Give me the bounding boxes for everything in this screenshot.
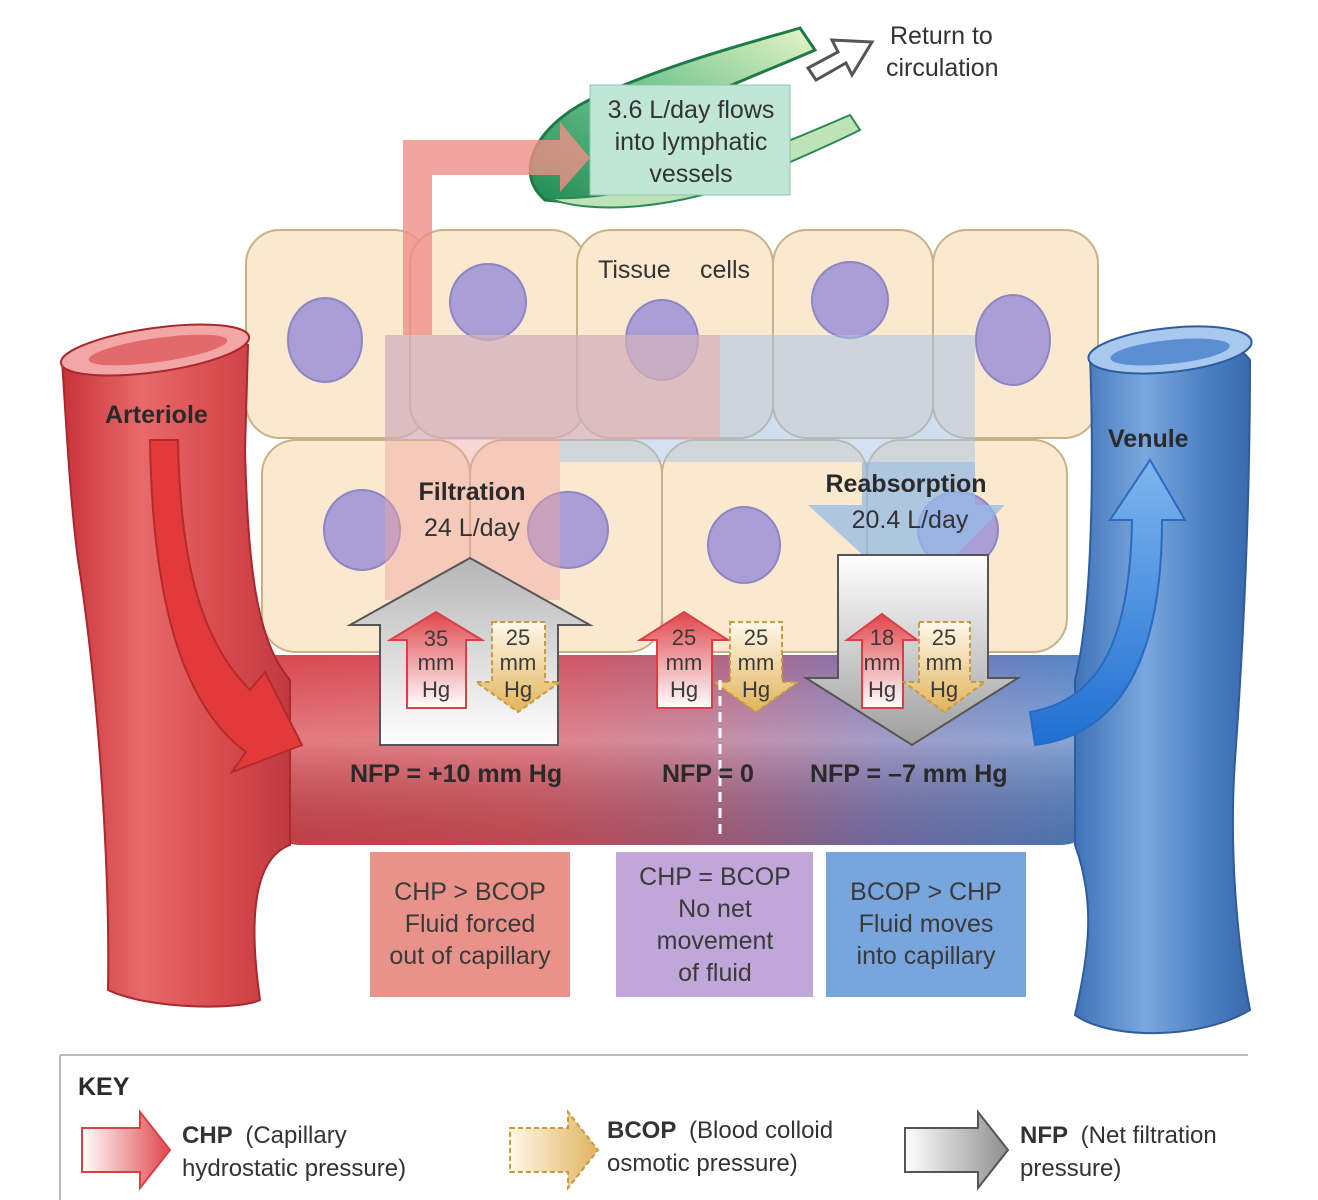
nfp-mid-label: NFP = 0 xyxy=(662,760,754,788)
mid-explanation-box: CHP = BCOP No net movement of fluid xyxy=(616,852,813,997)
bcop-venous-value: 25 xyxy=(932,625,956,650)
bcop-key-label: BCOP (Blood colloid xyxy=(607,1117,833,1144)
box-text: No net xyxy=(678,895,752,923)
pressure-unit: mm xyxy=(500,650,537,675)
chp-arrow-mid: 25 mm Hg xyxy=(636,610,732,709)
key-legend: KEY CHP (Capillary hydrostatic pressure)… xyxy=(59,1054,1248,1200)
box-text: movement xyxy=(657,927,774,955)
box-text: Fluid forced xyxy=(405,910,536,938)
chp-key-description: hydrostatic pressure) xyxy=(182,1155,406,1182)
pressure-unit: Hg xyxy=(742,677,770,702)
chp-key-label: CHP (Capillary xyxy=(182,1122,347,1149)
arteriole-vessel xyxy=(59,323,291,1008)
cell-nucleus xyxy=(975,294,1051,386)
nfp-key-arrow xyxy=(904,1109,1010,1191)
chp-arrow-venous: 18 mm Hg xyxy=(843,612,921,709)
bcop-arrow-venous: 25 mm Hg xyxy=(901,621,989,714)
box-text: into capillary xyxy=(857,942,996,970)
lymph-flow-box: 3.6 L/day flows into lymphatic vessels xyxy=(589,84,791,196)
arteriole-label: Arteriole xyxy=(105,401,208,429)
chp-arrow-arterial: 35 mm Hg xyxy=(386,610,486,709)
bcop-key-arrow xyxy=(509,1109,600,1191)
chp-venous-value: 18 xyxy=(870,625,894,650)
bcop-key-description: osmotic pressure) xyxy=(607,1150,798,1177)
pressure-unit: Hg xyxy=(868,677,896,702)
box-text: BCOP > CHP xyxy=(850,878,1002,906)
filtration-title: Filtration xyxy=(419,478,526,506)
pressure-unit: mm xyxy=(418,650,455,675)
arterial-explanation-box: CHP > BCOP Fluid forced out of capillary xyxy=(370,852,570,997)
reabsorption-rate: 20.4 L/day xyxy=(852,506,969,534)
arterial-flow-arrow xyxy=(148,439,304,775)
reabsorption-title: Reabsorption xyxy=(825,470,986,498)
pressure-unit: Hg xyxy=(670,677,698,702)
nfp-arrow-down xyxy=(802,554,1022,747)
lymph-flow-text: vessels xyxy=(649,160,732,188)
filtration-rate: 24 L/day xyxy=(424,514,520,542)
venule-label: Venule xyxy=(1108,425,1189,453)
bcop-arterial-value: 25 xyxy=(506,625,530,650)
box-text: of fluid xyxy=(678,959,752,987)
lymph-flow-text: 3.6 L/day flows xyxy=(608,96,775,124)
chp-arterial-value: 35 xyxy=(424,626,448,651)
venous-flow-arrow xyxy=(1028,458,1187,747)
lymph-flow-text: into lymphatic xyxy=(615,128,768,156)
key-title: KEY xyxy=(78,1073,130,1101)
cell-nucleus xyxy=(707,506,781,584)
chp-mid-value: 25 xyxy=(672,625,696,650)
filtration-pathway xyxy=(385,122,975,600)
box-text: CHP = BCOP xyxy=(639,863,791,891)
pressure-unit: Hg xyxy=(930,677,958,702)
pressure-unit: mm xyxy=(864,650,901,675)
pressure-unit: Hg xyxy=(504,677,532,702)
return-to-circulation-label: circulation xyxy=(886,54,999,82)
cell-nucleus xyxy=(323,489,401,571)
chp-key-arrow xyxy=(81,1109,172,1191)
cell-nucleus xyxy=(287,297,363,383)
pressure-unit: mm xyxy=(926,650,963,675)
pressure-unit: mm xyxy=(666,650,703,675)
venous-explanation-box: BCOP > CHP Fluid moves into capillary xyxy=(826,852,1026,997)
return-arrow xyxy=(805,38,875,82)
bcop-arrow-mid: 25 mm Hg xyxy=(710,621,802,714)
cell-nucleus xyxy=(811,261,889,339)
cell-nucleus xyxy=(527,491,609,569)
nfp-key-label: NFP (Net filtration xyxy=(1020,1122,1217,1149)
box-text: CHP > BCOP xyxy=(394,878,546,906)
box-text: out of capillary xyxy=(389,942,551,970)
nfp-arterial-label: NFP = +10 mm Hg xyxy=(350,760,562,788)
return-to-circulation-label: Return to xyxy=(890,22,993,50)
pressure-unit: mm xyxy=(738,650,775,675)
bcop-mid-value: 25 xyxy=(744,625,768,650)
bcop-arrow-arterial: 25 mm Hg xyxy=(472,621,564,714)
tissue-cells-label: Tissue xyxy=(598,256,671,284)
box-text: Fluid moves xyxy=(859,910,994,938)
cell-nucleus xyxy=(449,263,527,341)
nfp-venous-label: NFP = –7 mm Hg xyxy=(810,760,1008,788)
nfp-key-description: pressure) xyxy=(1020,1155,1121,1182)
reabsorption-pathway xyxy=(560,440,1005,600)
tissue-cells-label: cells xyxy=(700,256,750,284)
pressure-unit: Hg xyxy=(422,677,450,702)
